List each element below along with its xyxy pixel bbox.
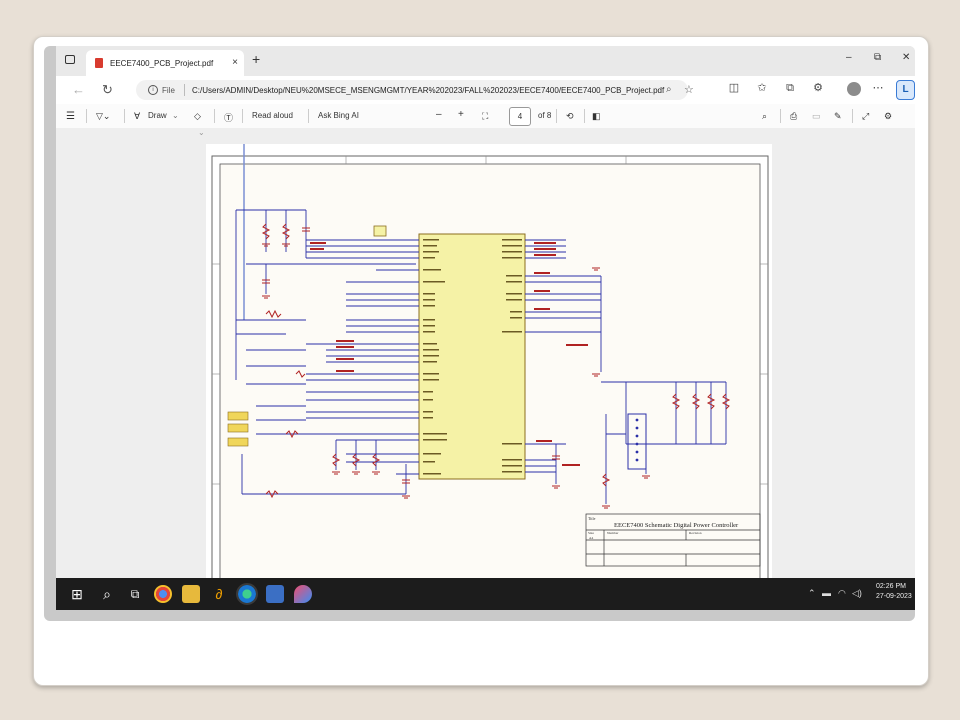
two-page-icon[interactable]: ◧	[592, 111, 601, 121]
app-icon[interactable]: ∂	[215, 586, 223, 602]
save-icon[interactable]: ▭	[812, 111, 821, 121]
fullscreen-icon[interactable]: ⤢	[862, 111, 870, 121]
search-icon[interactable]: ⌕	[762, 111, 768, 121]
more-icon[interactable]: ⋯	[872, 82, 884, 94]
minimize-button[interactable]: –	[846, 52, 852, 63]
toolbar-divider	[852, 109, 853, 123]
screenshot-frame: EECE7400_PCB_Project.pdf × + – ⧉ ✕ ← ↻ i…	[44, 46, 915, 621]
windows-taskbar: ⊞ ⌕ ⧉ ∂ ⌃ ▬ ◠ ◁) 02:26 PM 27-09-2023	[56, 578, 915, 610]
toolbar-divider	[242, 109, 243, 123]
windows-start-icon[interactable]: ⊞	[71, 586, 83, 602]
number-label: Number	[607, 531, 619, 535]
filter-icon[interactable]: ▽⌄	[96, 111, 111, 121]
zoom-in-button[interactable]: +	[458, 109, 464, 120]
new-tab-button[interactable]: +	[252, 51, 261, 67]
size-label: Size	[588, 531, 594, 535]
address-bar[interactable]: i File C:/Users/ADMIN/Desktop/NEU%20MSEC…	[136, 80, 694, 100]
save-as-icon[interactable]: ✎	[834, 111, 842, 121]
notepad-icon[interactable]	[266, 585, 284, 603]
refresh-icon[interactable]: ↻	[102, 82, 113, 97]
taskbar-clock[interactable]: 02:26 PM 27-09-2023	[876, 582, 912, 602]
clock-time: 02:26 PM	[876, 583, 906, 590]
fit-page-icon[interactable]: ⛶	[482, 111, 489, 121]
tab-title: EECE7400_PCB_Project.pdf	[110, 59, 214, 68]
print-icon[interactable]: ⎙	[790, 111, 798, 121]
info-icon[interactable]: i	[148, 85, 158, 95]
favorites-icon[interactable]: ✩	[757, 82, 767, 94]
pdf-viewport[interactable]: ⌄	[56, 128, 915, 584]
size-value: A4	[589, 536, 594, 540]
pdf-toolbar: ☰ ▽⌄ ∀ Draw ⌄ ◇ Ⓣ Read aloud Ask Bing AI…	[56, 104, 915, 129]
toolbar-divider	[308, 109, 309, 123]
text-icon[interactable]: Ⓣ	[224, 113, 234, 123]
draw-icon[interactable]: ∀	[134, 111, 141, 121]
toolbar-divider	[556, 109, 557, 123]
chrome-icon[interactable]	[154, 585, 172, 603]
address-divider	[184, 84, 185, 96]
favorite-star-icon[interactable]: ☆	[684, 84, 694, 96]
sidebar-icon[interactable]: L	[896, 80, 915, 100]
toolbar-divider	[86, 109, 87, 123]
page-total: of 8	[538, 111, 552, 120]
eraser-icon[interactable]: ◇	[194, 111, 201, 121]
zoom-out-button[interactable]: –	[436, 109, 442, 120]
volume-icon[interactable]: ◁)	[852, 588, 862, 598]
tab-box-icon[interactable]	[65, 55, 75, 64]
title-label: Title	[588, 516, 596, 521]
draw-button[interactable]: Draw	[148, 111, 167, 120]
edge-icon[interactable]	[236, 583, 258, 605]
back-icon[interactable]: ←	[72, 82, 85, 97]
file-label: File	[162, 86, 175, 95]
chevron-down-icon[interactable]: ⌄	[172, 111, 179, 120]
camera-icon[interactable]: ▬	[822, 588, 831, 598]
read-aloud-button[interactable]: Read aloud	[252, 111, 293, 120]
clock-date: 27-09-2023	[876, 593, 912, 600]
settings-icon[interactable]: ⚙	[884, 111, 893, 121]
pdf-file-icon	[95, 58, 103, 68]
toolbar-divider	[780, 109, 781, 123]
collections-icon[interactable]: ⧉	[786, 82, 794, 94]
toolbar-divider	[214, 109, 215, 123]
ask-bing-button[interactable]: Ask Bing AI	[318, 111, 359, 120]
address-row: ← ↻ i File C:/Users/ADMIN/Desktop/NEU%20…	[56, 76, 915, 104]
restore-button[interactable]: ⧉	[874, 52, 882, 63]
split-screen-icon[interactable]: ◫	[728, 82, 740, 94]
browser-window: EECE7400_PCB_Project.pdf × + – ⧉ ✕ ← ↻ i…	[56, 46, 915, 584]
paint-icon[interactable]	[294, 585, 312, 603]
tab-strip: EECE7400_PCB_Project.pdf × + – ⧉ ✕	[56, 46, 915, 76]
contents-icon[interactable]: ☰	[66, 111, 75, 122]
tab-close-button[interactable]: ×	[232, 57, 238, 68]
network-icon[interactable]: ◠	[838, 588, 846, 598]
page-number-input[interactable]: 4	[509, 107, 531, 126]
revision-label: Revision	[689, 531, 702, 535]
toolbar-divider	[584, 109, 585, 123]
file-explorer-icon[interactable]	[182, 585, 200, 603]
profile-avatar-icon[interactable]	[847, 82, 861, 96]
taskbar-search-icon[interactable]: ⌕	[103, 586, 111, 602]
schematic-title: EECE7400 Schematic Digital Power Control…	[614, 522, 739, 529]
rotate-icon[interactable]: ⟲	[566, 111, 574, 121]
tab-pdf[interactable]: EECE7400_PCB_Project.pdf ×	[86, 50, 244, 76]
page-scroll-up-icon[interactable]: ⌄	[198, 128, 205, 137]
toolbar-divider	[124, 109, 125, 123]
extensions-icon[interactable]: ⚙	[813, 82, 823, 94]
schematic-page: Title EECE7400 Schematic Digital Power C…	[206, 144, 772, 584]
address-url[interactable]: C:/Users/ADMIN/Desktop/NEU%20MSECE_MSENG…	[192, 86, 665, 95]
task-view-icon[interactable]: ⧉	[130, 587, 140, 601]
tray-chevron-icon[interactable]: ⌃	[808, 588, 816, 598]
close-window-button[interactable]: ✕	[902, 52, 911, 63]
zoom-icon[interactable]: ⌕	[666, 84, 672, 95]
